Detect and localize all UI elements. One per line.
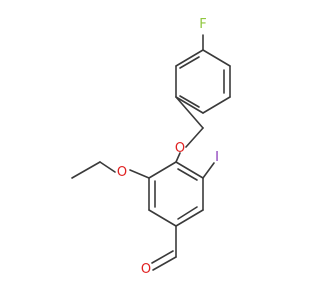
double-bond-inner	[177, 206, 198, 220]
bond	[175, 96, 204, 114]
bond	[185, 127, 204, 148]
bond	[148, 209, 177, 227]
bond	[148, 161, 177, 179]
bond	[175, 161, 204, 179]
ethoxy-oxygen-label: O	[117, 165, 127, 180]
bond	[175, 152, 181, 163]
bond	[175, 49, 204, 67]
double-bond-inner	[179, 56, 200, 69]
fluorobenzene-ring	[175, 49, 231, 114]
bond	[202, 49, 231, 67]
ether-oxygen-label: O	[175, 141, 185, 156]
double-bond-inner	[179, 95, 200, 108]
double-bond-inner	[177, 168, 198, 181]
bond-c-i	[202, 162, 215, 179]
bond	[129, 169, 150, 179]
bond	[71, 161, 101, 179]
structure-drawing: F O O I O	[71, 17, 231, 277]
double-bond-inner	[151, 250, 174, 264]
aldehyde-oxygen-label: O	[141, 262, 151, 277]
iodine-label: I	[215, 150, 219, 165]
molecule-diagram: F O O I O	[71, 17, 231, 277]
bond	[175, 96, 204, 129]
bond	[152, 256, 177, 271]
bond	[175, 209, 204, 227]
bond	[202, 96, 231, 114]
fluorine-label: F	[199, 17, 206, 32]
benzaldehyde-ring	[148, 161, 204, 227]
bond	[99, 161, 116, 173]
